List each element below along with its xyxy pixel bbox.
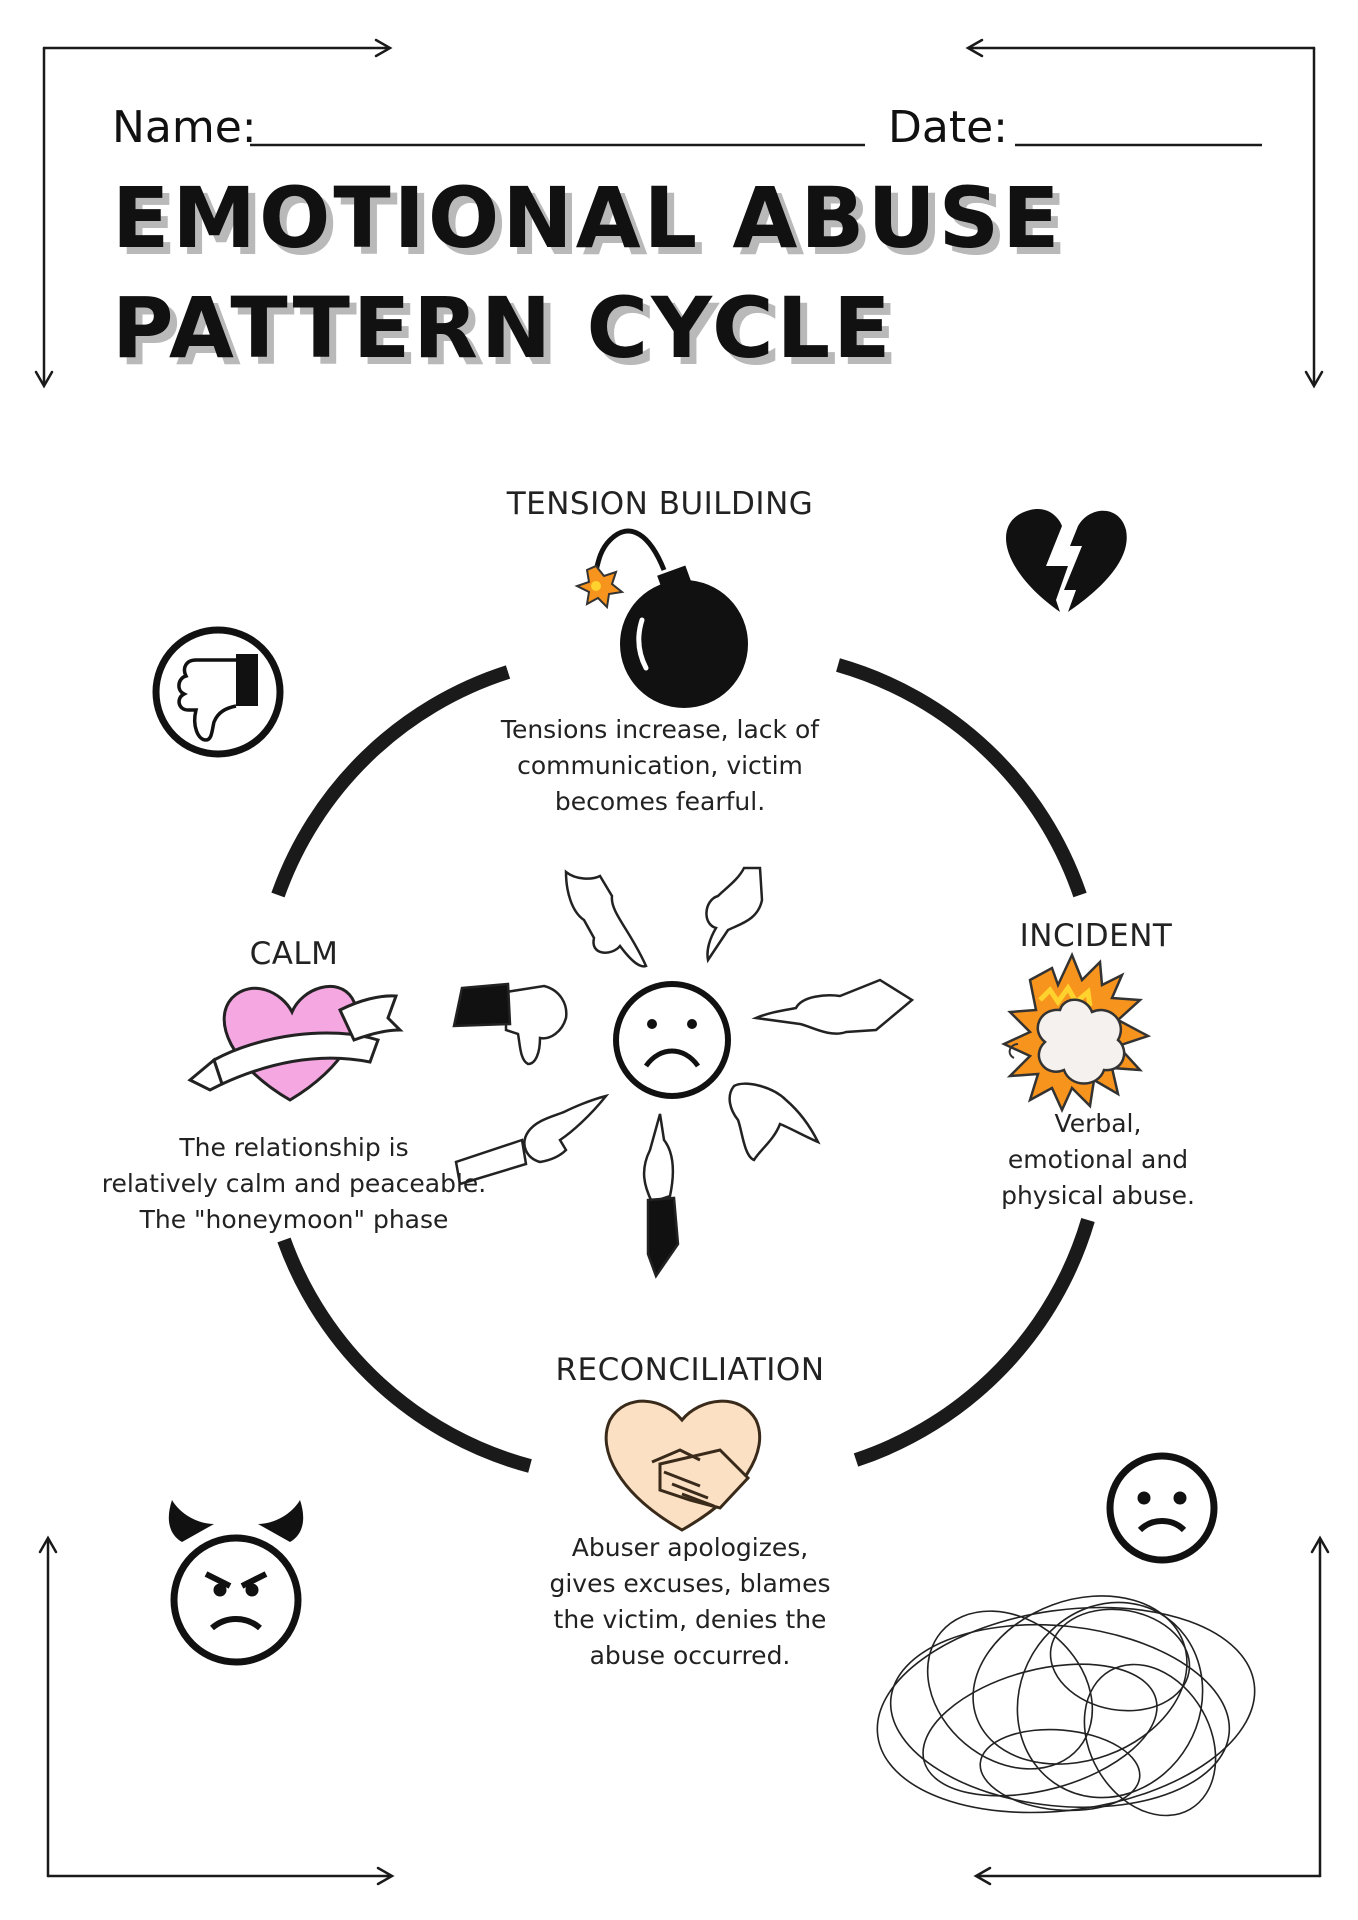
stage-title-reconciliation: RECONCILIATION — [555, 1352, 825, 1388]
thumbs-down-icon — [152, 626, 284, 758]
stage-description-calm: The relationship is relatively calm and … — [101, 1133, 487, 1234]
stage-title-calm: CALM — [249, 936, 339, 972]
cycle-arcs — [271, 658, 1095, 1473]
stage-title-incident: INCIDENT — [1019, 918, 1173, 954]
name-label: Name: — [112, 102, 257, 153]
devil-face-icon — [168, 1500, 304, 1666]
handshake-heart-icon — [604, 1399, 762, 1532]
scribble-icon — [876, 1595, 1256, 1817]
stage-description-reconciliation: Abuser apologizes, gives excuses, blames… — [549, 1533, 831, 1670]
arc-top-left — [271, 665, 511, 898]
bomb-icon — [574, 528, 748, 708]
stage-description-incident: Verbal, emotional and physical abuse. — [1001, 1109, 1195, 1210]
arc-bottom-right — [853, 1218, 1095, 1467]
arc-top-right — [836, 658, 1087, 898]
date-label: Date: — [888, 102, 1008, 153]
center-sad-face-icon — [613, 981, 731, 1099]
page-title-line-2: PATTERN CYCLE — [112, 279, 894, 377]
stage-title-tension-building: TENSION BUILDING — [506, 486, 814, 522]
explosion-icon — [1001, 951, 1152, 1114]
arc-bottom-left — [277, 1237, 532, 1473]
sad-face-icon — [1106, 1452, 1218, 1564]
pointing-hand-icon — [452, 866, 915, 1279]
stage-description-tension-building: Tensions increase, lack of communication… — [500, 715, 820, 816]
broken-heart-icon — [1006, 508, 1127, 612]
heart-ribbon-icon — [187, 985, 404, 1102]
page-title-line-1: EMOTIONAL ABUSE — [112, 169, 1063, 267]
